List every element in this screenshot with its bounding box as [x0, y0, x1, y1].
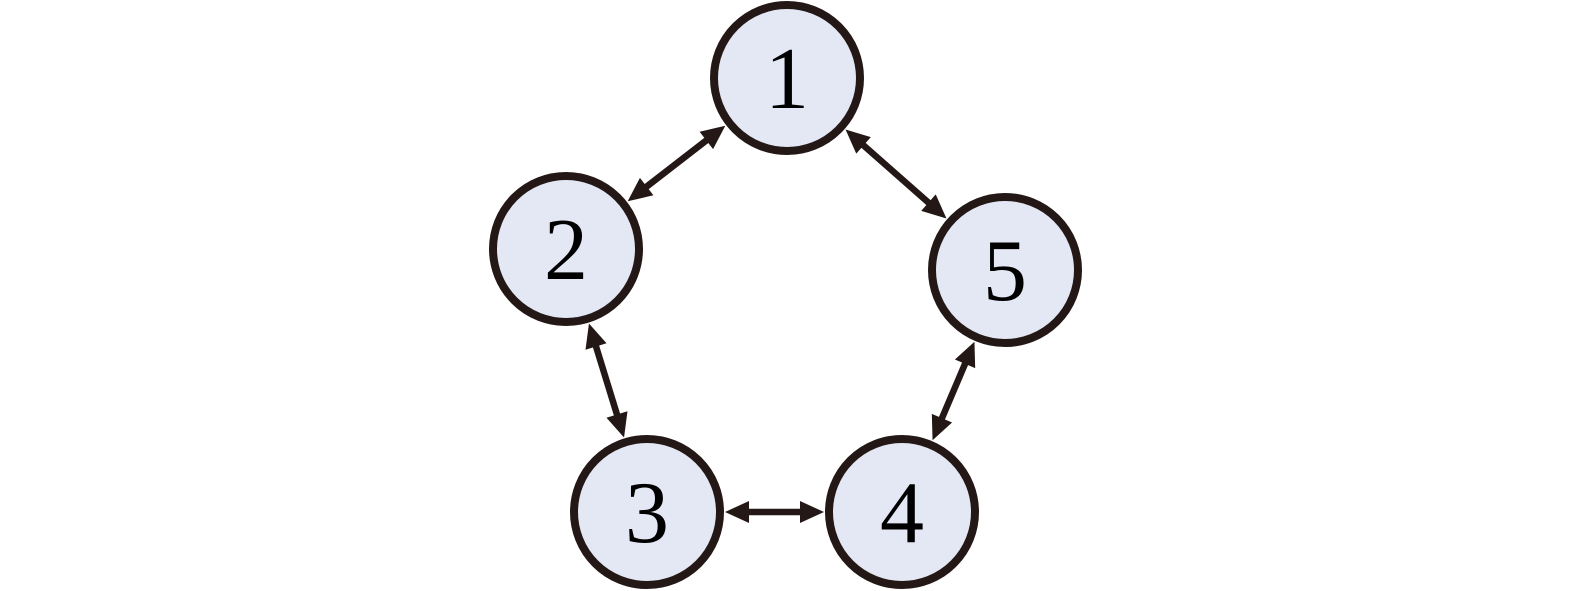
edge-3-4: [725, 501, 824, 523]
edge-5-1: [845, 129, 947, 219]
node-label-2: 2: [544, 202, 588, 299]
arrowhead-to-3: [606, 411, 628, 438]
arrowhead-to-2: [585, 323, 607, 350]
graph-node-4: 4: [825, 435, 979, 589]
node-circle-2: [489, 172, 643, 326]
arrowhead-to-5: [921, 194, 947, 219]
node-label-3: 3: [625, 465, 669, 562]
arrowhead-to-5: [954, 341, 976, 369]
node-label-1: 1: [765, 31, 809, 128]
arrowhead-to-1: [845, 129, 871, 154]
node-circle-4: [825, 435, 979, 589]
arrowhead-to-1: [699, 125, 726, 150]
node-circle-1: [710, 1, 864, 155]
arrowhead-to-3: [725, 501, 749, 523]
edge-1-2: [627, 125, 726, 202]
arrowhead-to-4: [931, 413, 953, 441]
edge-shaft: [856, 139, 936, 209]
edge-shaft: [591, 339, 622, 422]
edge-shaft: [639, 134, 714, 193]
graph-node-5: 5: [928, 193, 1082, 347]
node-label-5: 5: [983, 223, 1027, 320]
graph-node-1: 1: [710, 1, 864, 155]
edge-4-5: [931, 341, 976, 441]
graph-node-2: 2: [489, 172, 643, 326]
node-label-4: 4: [880, 465, 924, 562]
node-circle-5: [928, 193, 1082, 347]
arrowhead-to-2: [627, 177, 654, 202]
node-circle-3: [570, 435, 724, 589]
graph-node-3: 3: [570, 435, 724, 589]
edge-2-3: [585, 323, 628, 438]
edge-shaft: [936, 357, 971, 425]
arrowhead-to-4: [800, 501, 824, 523]
